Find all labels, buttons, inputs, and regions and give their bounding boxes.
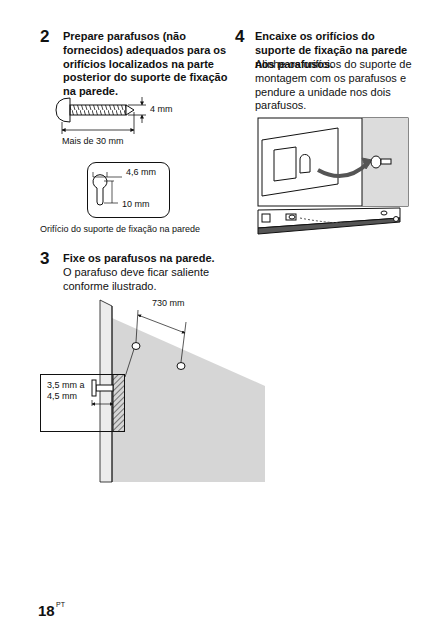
step-number: 2: [40, 26, 60, 47]
label-text: Alinhe os orifícios do suporte de montag…: [255, 58, 413, 113]
wall-screw: [132, 343, 185, 370]
inset-screw: [92, 375, 124, 431]
label-text: O parafuso deve ficar saliente conforme …: [63, 266, 228, 294]
label-text: Orifício do suporte de fixação na parede: [40, 224, 240, 235]
step-number: 18: [38, 602, 58, 621]
dimension-label: 4,6 mm: [126, 167, 168, 178]
dimension: [62, 97, 146, 134]
label-text: PT: [56, 601, 76, 610]
label-text: Mais de 30 mm: [62, 136, 152, 147]
label-text: 4 mm: [150, 104, 190, 115]
dimension: [93, 172, 122, 203]
dimension-label: 3,5 mm a 4,5 mm: [47, 380, 89, 402]
detail-box: 4,6 mm 10 mm: [87, 162, 170, 218]
bracket-illustration: [258, 118, 408, 234]
dimension-label: 10 mm: [122, 199, 164, 210]
dimension: [125, 310, 186, 377]
step-number: 3: [40, 248, 60, 269]
screw: [56, 98, 134, 122]
label-text: 730 mm: [152, 298, 202, 309]
keyhole: [93, 175, 107, 205]
inset-box: 3,5 mm a 4,5 mm: [40, 374, 125, 432]
step-number: 4: [235, 26, 255, 47]
label-text: Fixe os parafusos na parede.: [63, 252, 233, 266]
label-text: Prepare parafusos (não fornecidos) adequ…: [63, 30, 228, 99]
